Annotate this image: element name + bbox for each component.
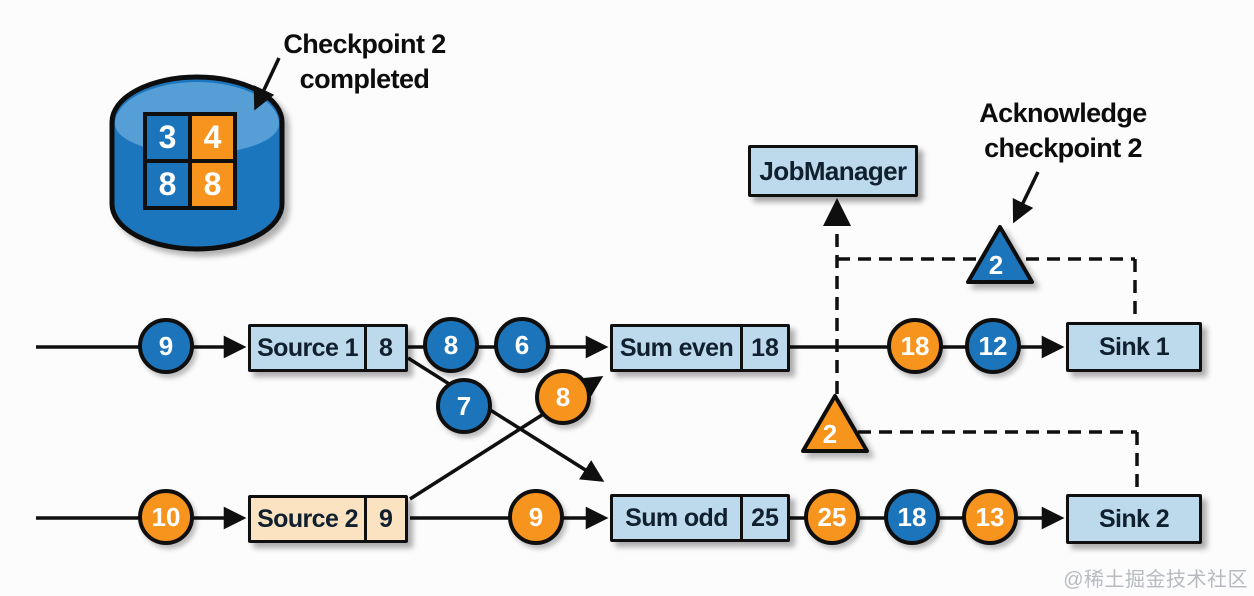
record-circle: 6 <box>494 317 550 373</box>
operator-label: Sum even <box>619 333 734 362</box>
stream-line-source1-sumodd <box>407 356 605 482</box>
checkpoint-label-arrow <box>253 57 281 111</box>
record-value: 7 <box>456 390 472 421</box>
record-value: 18 <box>897 501 927 532</box>
barrier-even-value: 2 <box>989 250 1003 280</box>
barrier-odd-value: 2 <box>823 419 837 449</box>
operator-label: Source 2 <box>257 504 358 533</box>
record-circle: 18 <box>887 318 943 374</box>
acknowledge-label-arrow <box>1012 171 1040 224</box>
acknowledge-checkpoint-label: Acknowledge checkpoint 2 <box>952 96 1174 166</box>
acknowledge-line2: checkpoint 2 <box>984 133 1142 164</box>
record-circle: 18 <box>884 489 940 545</box>
record-value: 9 <box>158 330 174 361</box>
record-circle: 9 <box>508 489 564 545</box>
operator-label: Sum odd <box>625 503 728 532</box>
record-value: 9 <box>528 501 544 532</box>
record-circle: 8 <box>423 317 479 373</box>
barrier-triangle-odd <box>801 394 869 453</box>
state-cell: 3 <box>147 116 188 159</box>
state-cell: 8 <box>192 163 233 206</box>
operator-sum-odd: Sum odd 25 <box>610 494 790 542</box>
barrier-triangle-even <box>966 225 1034 284</box>
record-value: 18 <box>900 330 930 361</box>
operator-label: Sink 2 <box>1098 504 1170 533</box>
operator-state: 18 <box>740 327 787 369</box>
jobmanager-box: JobManager <box>748 145 918 197</box>
record-circle: 9 <box>138 318 194 374</box>
record-value: 8 <box>443 329 459 360</box>
record-value: 13 <box>975 501 1005 532</box>
record-circle: 7 <box>436 378 492 434</box>
record-value: 12 <box>978 330 1008 361</box>
operator-source2: Source 2 9 <box>248 495 408 543</box>
record-value: 10 <box>151 501 181 532</box>
watermark-text: @稀土掘金技术社区 <box>1063 569 1248 591</box>
record-value: 8 <box>555 381 571 412</box>
checkpoint-state-grid: 3 4 8 8 <box>143 112 237 210</box>
operator-label: Source 1 <box>257 333 358 362</box>
operator-state: 8 <box>364 327 405 369</box>
operator-sum-even: Sum even 18 <box>610 324 790 372</box>
record-circle: 10 <box>138 489 194 545</box>
acknowledge-line1: Acknowledge <box>979 98 1147 128</box>
record-circle: 8 <box>535 369 591 425</box>
operator-state: 25 <box>740 497 787 539</box>
record-circle: 12 <box>965 318 1021 374</box>
operator-state: 9 <box>364 498 405 540</box>
operator-sink2: Sink 2 <box>1066 494 1202 544</box>
record-value: 6 <box>514 329 530 360</box>
state-cell: 4 <box>192 116 233 159</box>
state-cell: 8 <box>147 163 188 206</box>
record-circle: 25 <box>804 489 860 545</box>
operator-label: Sink 1 <box>1098 332 1170 361</box>
jobmanager-label: JobManager <box>759 155 907 186</box>
checkpoint-completed-label: Checkpoint 2 completed <box>283 29 446 95</box>
record-value: 25 <box>817 501 847 532</box>
ack-arrowhead-jobmanager <box>823 198 851 226</box>
record-circle: 13 <box>962 489 1018 545</box>
operator-source1: Source 1 8 <box>248 324 408 372</box>
operator-sink1: Sink 1 <box>1066 322 1202 372</box>
